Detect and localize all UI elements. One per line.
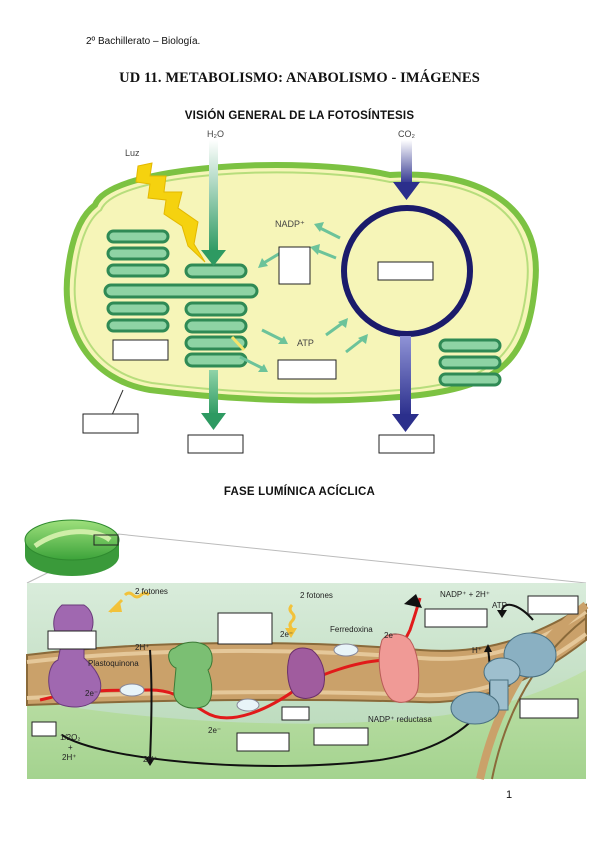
section-title-photosynthesis: VISIÓN GENERAL DE LA FOTOSÍNTESIS [184,110,415,122]
answer-box-nadph[interactable] [278,246,311,285]
answer-box-grana[interactable] [112,339,169,361]
granum-right [438,338,502,387]
page-number: 1 [506,789,513,801]
h-plus-top-label: 2H⁺ [135,643,149,652]
electron-label-4: 2e⁻ [208,726,221,735]
plastoquinone-carrier [119,683,145,697]
answer-box-adp[interactable] [277,359,337,380]
co2-arrow [393,182,420,200]
atp-synthase [450,632,557,725]
answer-box-plastocyanin[interactable] [313,727,369,746]
h2o-arrow [201,250,226,266]
cytochrome-complex [168,641,213,709]
chloroplast-diagram: H₂O CO₂ Luz NADP⁺ ATP [63,129,539,454]
o2-out-arrow [201,413,226,430]
luz-label: Luz [125,148,140,158]
answer-box-stroma[interactable] [82,413,139,434]
plastocyanin-carrier [236,698,260,712]
photosystem-i [287,647,325,699]
photons-2-label: 2 fotones [300,591,333,600]
photons-1-label: 2 fotones [135,587,168,596]
answer-box-atp-synthase[interactable] [519,698,579,719]
answer-box-ps2[interactable] [47,630,97,650]
plastoquinona-label: Plastoquinona [88,659,139,668]
sugar-out-arrow [392,414,419,432]
answer-box-adp-2[interactable] [527,595,579,615]
answer-box-lumen[interactable] [236,732,290,752]
electron-label-2: 2e⁻ [280,630,293,639]
granum-center [184,263,248,368]
answer-box-ps1[interactable] [281,706,310,721]
reductasa-label: NADP⁺ reductasa [368,715,432,724]
nadp-eq-label: NADP⁺ + 2H⁺ [440,590,490,599]
page-header: 2º Bachillerato – Biología. [86,36,201,47]
nadp-reductase [378,633,420,703]
ferredoxin-carrier [333,643,359,657]
zoom-box [93,534,119,546]
light-bolt-icon [135,162,206,263]
two-h-label-1: 2H⁺ [62,753,76,762]
electron-label-1: 2e⁻ [85,689,98,698]
two-h-label-2: 2H⁺ [143,755,157,764]
photon-1-icon [123,591,151,599]
h-plus-right-label: H⁺ [472,646,482,655]
h2o-label: H₂O [207,129,224,139]
plus-label: + [68,743,73,752]
atp-label-2: ATP [492,601,507,610]
section-title-light-phase: FASE LUMÍNICA ACÍCLICA [223,486,376,498]
o2-label: 1/2O₂ [60,733,80,742]
answer-box-nadph-2[interactable] [424,608,488,628]
thylakoid-disk-icon [24,519,120,561]
page-title: UD 11. METABOLISMO: ANABOLISMO - IMÁGENE… [119,70,480,86]
answer-box-cytochrome[interactable] [217,612,273,645]
photon-2-icon [288,603,296,631]
answer-box-h2o[interactable] [31,721,57,737]
answer-box-calvin[interactable] [377,261,434,281]
answer-box-o2[interactable] [187,434,244,454]
co2-label: CO₂ [398,129,416,139]
electron-label-3: 2e⁻ [384,631,397,640]
atp-label: ATP [297,338,314,348]
answer-box-sugar[interactable] [378,434,435,454]
granum-left [103,229,259,333]
nadp-label: NADP⁺ [275,219,305,229]
ferredoxina-label: Ferredoxina [330,625,373,634]
